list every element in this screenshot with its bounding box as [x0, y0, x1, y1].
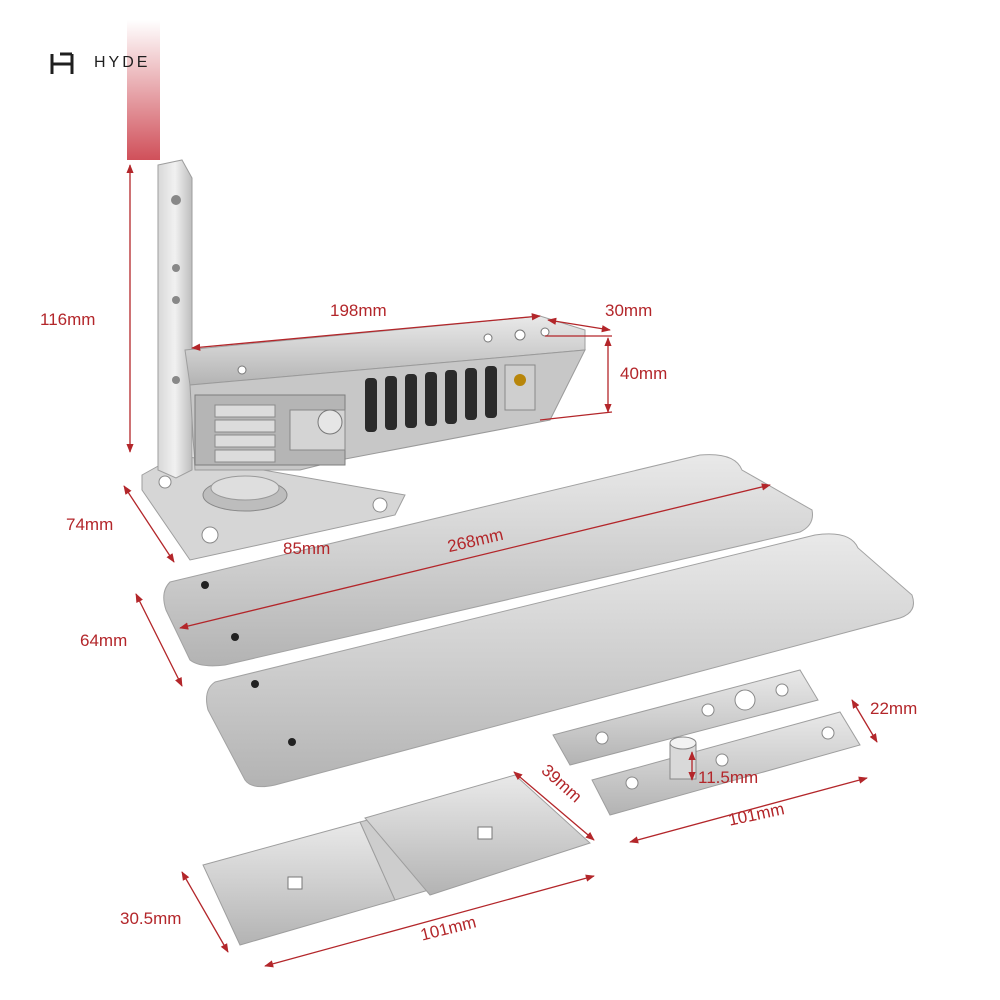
- dim-label-pin-height: 11.5mm: [698, 768, 759, 787]
- dim-label-height: 116mm: [40, 310, 96, 329]
- dim-label-bracket-width: 30.5mm: [120, 909, 182, 928]
- door-indicator: [127, 20, 160, 160]
- brand-name: HYDE: [94, 54, 151, 71]
- folded-strike-plate: [202, 774, 591, 946]
- dim-label-base: 74mm: [66, 515, 114, 534]
- dimension-lines: [123, 164, 878, 968]
- dim-label-length: 198mm: [330, 301, 387, 320]
- dim-line-cover-length: [179, 483, 771, 630]
- dim-line-length: [191, 313, 541, 351]
- dim-label-cover-width: 64mm: [80, 631, 128, 650]
- dim-label-depth: 40mm: [620, 364, 668, 383]
- dim-line-bracket-depth: [513, 771, 595, 841]
- top-pivot-plate: [552, 669, 819, 766]
- dim-line-width: [547, 317, 611, 333]
- dim-line-base: [123, 485, 175, 563]
- dim-line-bracket-length: [264, 874, 595, 968]
- dim-line-pivot-length: [629, 776, 868, 844]
- dim-label-width: 30mm: [605, 301, 653, 320]
- dim-line-cover-width: [135, 593, 183, 687]
- dim-label-base-length: 85mm: [283, 539, 331, 558]
- dim-line-pivot-width: [851, 699, 878, 743]
- h-monogram-icon: [50, 52, 74, 74]
- dim-line-bracket-width: [181, 871, 229, 953]
- dim-label-pivot-width: 22mm: [870, 699, 918, 718]
